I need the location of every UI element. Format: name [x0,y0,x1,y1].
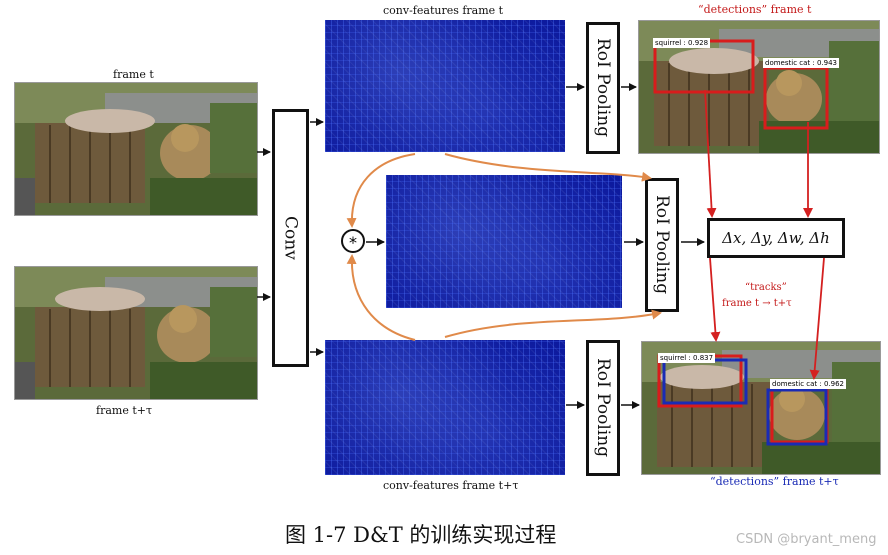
detections-t-label: “detections” frame t [698,3,812,16]
arrow-features-t-to-roi-correlation [444,153,652,182]
conv-features-t-tau-label: conv-features frame t+τ [383,479,519,492]
correlation-operator: * [341,229,365,253]
roi-pooling-label: RoI Pooling [652,195,672,295]
frame-t-label: frame t [113,68,154,81]
tracks-label: “tracks” [745,282,787,293]
detection-tag-cat-t-tau: domestic cat : 0.962 [770,379,846,389]
arrow-detections-squirrel-to-deltas [704,89,717,218]
arrow-features-t-tau-to-roi-correlation [444,309,662,338]
detection-tag-squirrel-t: squirrel : 0.928 [653,38,711,48]
roi-pooling-correlation: RoI Pooling [645,178,679,312]
conv-label: Conv [280,216,301,260]
deltas-label: Δx, Δy, Δw, Δh [722,229,830,247]
arrow-deltas-to-track-squirrel [709,257,721,342]
detection-tag-squirrel-t-tau: squirrel : 0.837 [658,353,716,363]
correlation-features [386,175,622,308]
roi-pooling-label: RoI Pooling [593,38,613,138]
frame-t-image [14,82,258,216]
conv-features-frame-t-tau [325,340,565,475]
watermark: CSDN @bryant_meng [736,532,877,547]
arrow-features-t-to-correlation [346,153,416,228]
detections-frame-t-tau-image: squirrel : 0.837 domestic cat : 0.962 [641,341,881,475]
conv-features-t-label: conv-features frame t [383,4,504,17]
bbox-regression-deltas: Δx, Δy, Δw, Δh [707,218,845,258]
frame-t-tau-label: frame t+τ [96,404,153,417]
arrow-features-t-tau-to-correlation [346,254,416,341]
conv-features-frame-t [325,20,565,152]
detections-frame-t-image: squirrel : 0.928 domestic cat : 0.943 [638,20,880,154]
detection-tag-cat-t: domestic cat : 0.943 [763,58,839,68]
conv-block: Conv [272,109,309,367]
figure-caption: 图 1-7 D&T 的训练实现过程 [285,523,557,547]
correlation-symbol: * [349,232,357,252]
roi-pooling-frame-t: RoI Pooling [586,22,620,154]
frame-t-tau-image [14,266,258,400]
detections-t-tau-label: “detections” frame t+τ [710,475,839,488]
arrow-deltas-to-track-cat [809,257,825,380]
roi-pooling-label: RoI Pooling [593,358,613,458]
roi-pooling-frame-t-tau: RoI Pooling [586,340,620,476]
tracks-frames-label: frame t → t+τ [722,298,792,309]
